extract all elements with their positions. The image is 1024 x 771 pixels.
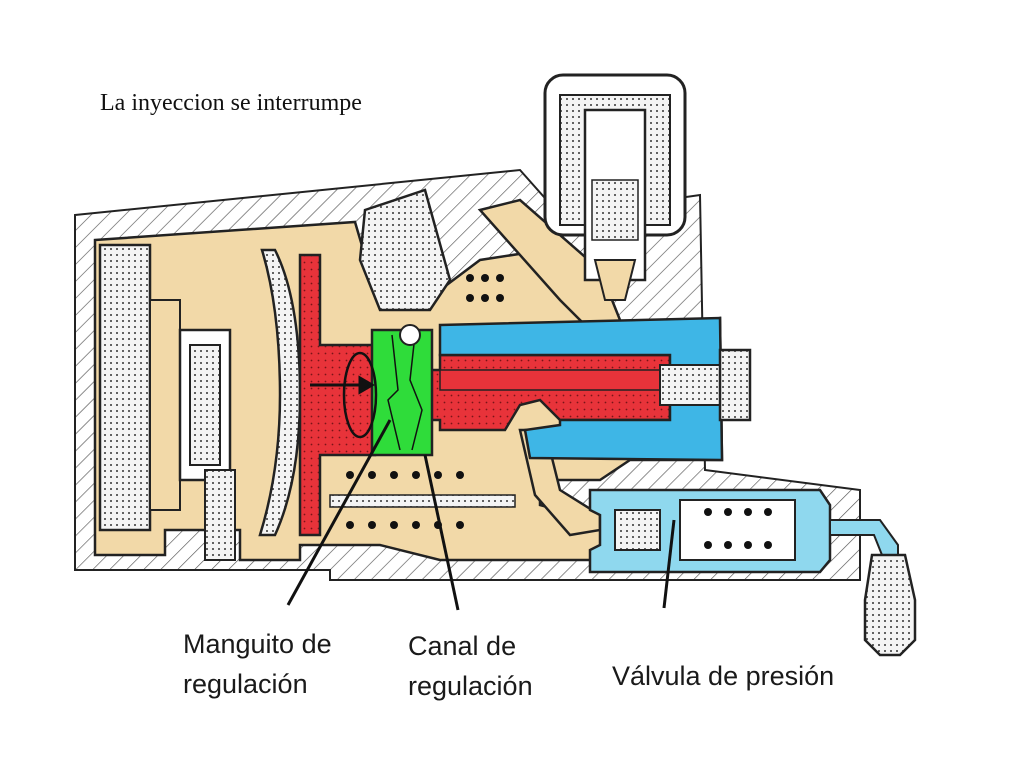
gear-stack: [98, 243, 236, 561]
spring-dots: [346, 274, 504, 529]
adjusting-rod: [329, 494, 516, 508]
leader-lines: [286, 351, 676, 611]
pressure-chamber: [438, 316, 752, 462]
cam-disc: [258, 248, 302, 537]
label-valve: Válvula de presión: [612, 661, 835, 691]
label-channel-line1: Canal de: [408, 631, 517, 661]
label-sleeve-line2: regulación: [183, 669, 308, 699]
diagram-title: La inyeccion se interrumpe: [100, 90, 362, 116]
label-regulating-channel: Canal de regulación: [408, 626, 533, 706]
label-channel-line2: regulación: [408, 671, 533, 701]
pressure-valve: [588, 488, 917, 657]
label-pressure-valve: Válvula de presión: [612, 656, 834, 696]
label-regulating-sleeve: Manguito de regulación: [183, 624, 332, 704]
label-sleeve-line1: Manguito de: [183, 629, 332, 659]
stop-solenoid: [543, 73, 687, 301]
lever-mechanism: [358, 188, 452, 346]
